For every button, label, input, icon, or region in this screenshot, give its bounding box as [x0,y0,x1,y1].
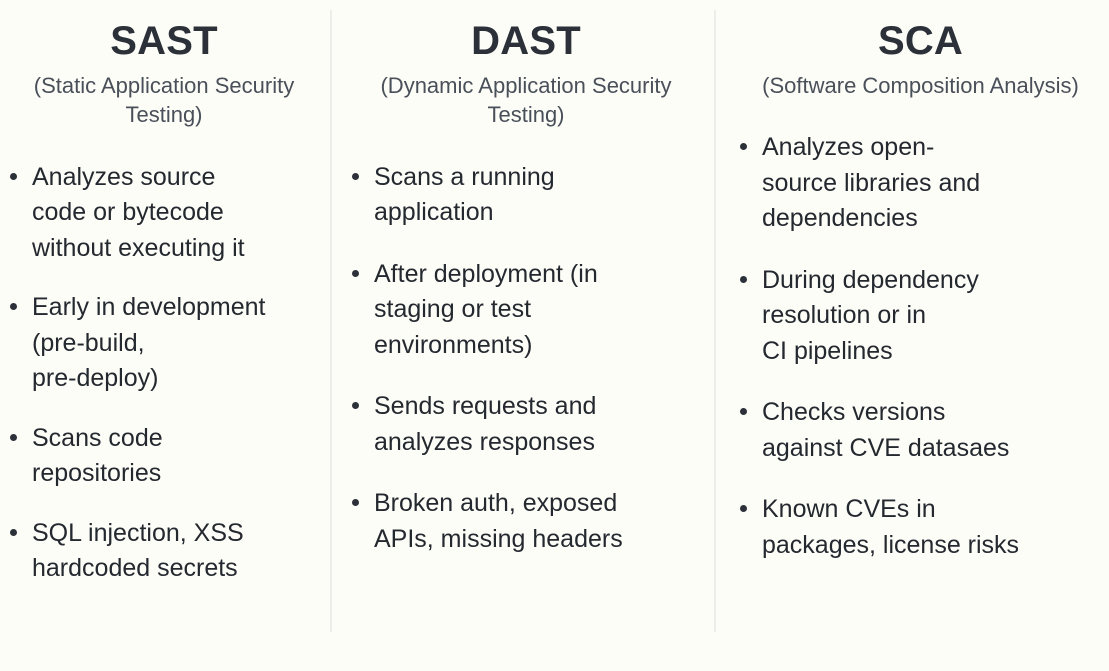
bullet-dot-icon [740,505,747,513]
list-item: Analyzes source code or bytecode without… [10,160,318,267]
bullet-dot-icon [740,408,747,416]
bullet-dot-icon [352,269,359,277]
bullet-dot-icon [352,499,359,507]
column-divider-1 [330,10,332,632]
bullet-text: Checks versions against CVE datasaes [762,398,1010,462]
column-header-dast: DAST (Dynamic Application Security Testi… [352,18,700,132]
list-item: Analyzes open- source libraries and depe… [740,130,1101,237]
column-sast: SAST (Static Application Security Testin… [0,0,330,671]
list-item: Sends requests and analyzes responses [352,389,700,460]
bullet-dot-icon [740,143,747,151]
column-subtitle-dast: (Dynamic Application Security Testing) [380,73,672,128]
list-item: Scans code repositories [10,421,318,492]
column-header-sast: SAST (Static Application Security Testin… [10,18,318,132]
bullet-dot-icon [352,172,359,180]
column-title-sast: SAST [110,19,218,63]
column-sca: SCA (Software Composition Analysis) Anal… [714,0,1109,671]
bullet-dot-icon [740,275,747,283]
column-subtitle-sast: (Static Application Security Testing) [33,73,295,128]
list-item: Checks versions against CVE datasaes [740,395,1101,466]
bullet-text: Broken auth, exposed APIs, missing heade… [374,489,623,553]
bullet-list-dast: Scans a running application After deploy… [352,160,700,584]
list-item: During dependency resolution or in CI pi… [740,263,1101,370]
column-title-sca: SCA [877,19,964,63]
bullet-text: Scans code repositories [32,423,163,488]
bullet-text: Known CVEs in packages, license risks [762,495,1020,559]
column-divider-2 [714,10,716,632]
column-title-dast: DAST [471,19,581,63]
bullet-text: Scans a running application [374,162,555,227]
bullet-dot-icon [10,528,17,536]
bullet-text: Analyzes source code or bytecode without… [32,162,245,262]
column-subtitle-sca: (Software Composition Analysis) [762,73,1079,99]
column-header-sca: SCA (Software Composition Analysis) [740,18,1101,102]
bullet-list-sca: Analyzes open- source libraries and depe… [740,130,1101,589]
bullet-text: Analyzes open- source libraries and depe… [762,133,981,233]
list-item: Broken auth, exposed APIs, missing heade… [352,486,700,557]
list-item: Early in development (pre-build, pre-dep… [10,290,318,397]
list-item: Known CVEs in packages, license risks [740,492,1101,563]
bullet-dot-icon [10,433,17,441]
bullet-text: During dependency resolution or in CI pi… [762,265,979,365]
list-item: After deployment (in staging or test env… [352,257,700,364]
column-dast: DAST (Dynamic Application Security Testi… [330,0,714,671]
bullet-list-sast: Analyzes source code or bytecode without… [10,160,318,611]
bullet-text: Sends requests and analyzes responses [374,392,597,456]
bullet-dot-icon [10,303,17,311]
bullet-text: SQL injection, XSS hardcoded secrets [32,518,244,583]
bullet-text: Early in development (pre-build, pre-dep… [32,293,266,393]
bullet-text: After deployment (in staging or test env… [374,259,598,359]
list-item: SQL injection, XSS hardcoded secrets [10,516,318,587]
bullet-dot-icon [352,402,359,410]
list-item: Scans a running application [352,160,700,231]
bullet-dot-icon [10,172,17,180]
